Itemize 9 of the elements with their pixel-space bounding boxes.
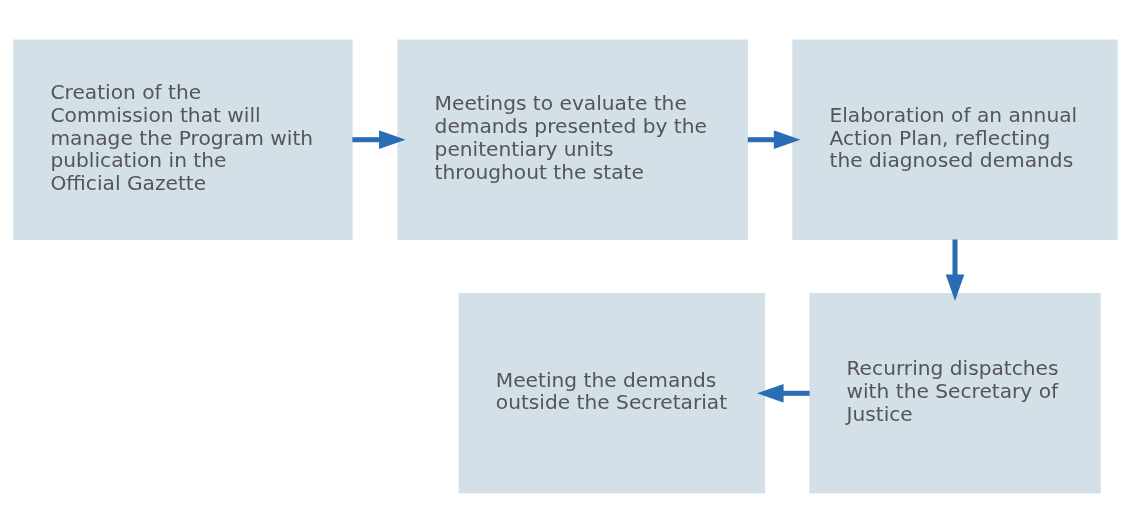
node-box: Meeting the demands outside the Secretariat [458, 292, 766, 494]
arrow [352, 129, 406, 149]
node-box: Elaboration of an annual Action Plan, reflecting the diagnosed demands [792, 38, 1118, 240]
node-box: Creation of the Commission that will manage the Program with publication in the Official Gazette [13, 38, 353, 240]
arrow [945, 239, 965, 301]
arrow [747, 129, 801, 149]
node-box: Recurring dispatches with the Secretary of Justice [809, 292, 1101, 494]
node-box: Meetings to evaluate the demands presented by the penitentiary units throughout the state [397, 38, 749, 240]
arrow [757, 383, 810, 403]
